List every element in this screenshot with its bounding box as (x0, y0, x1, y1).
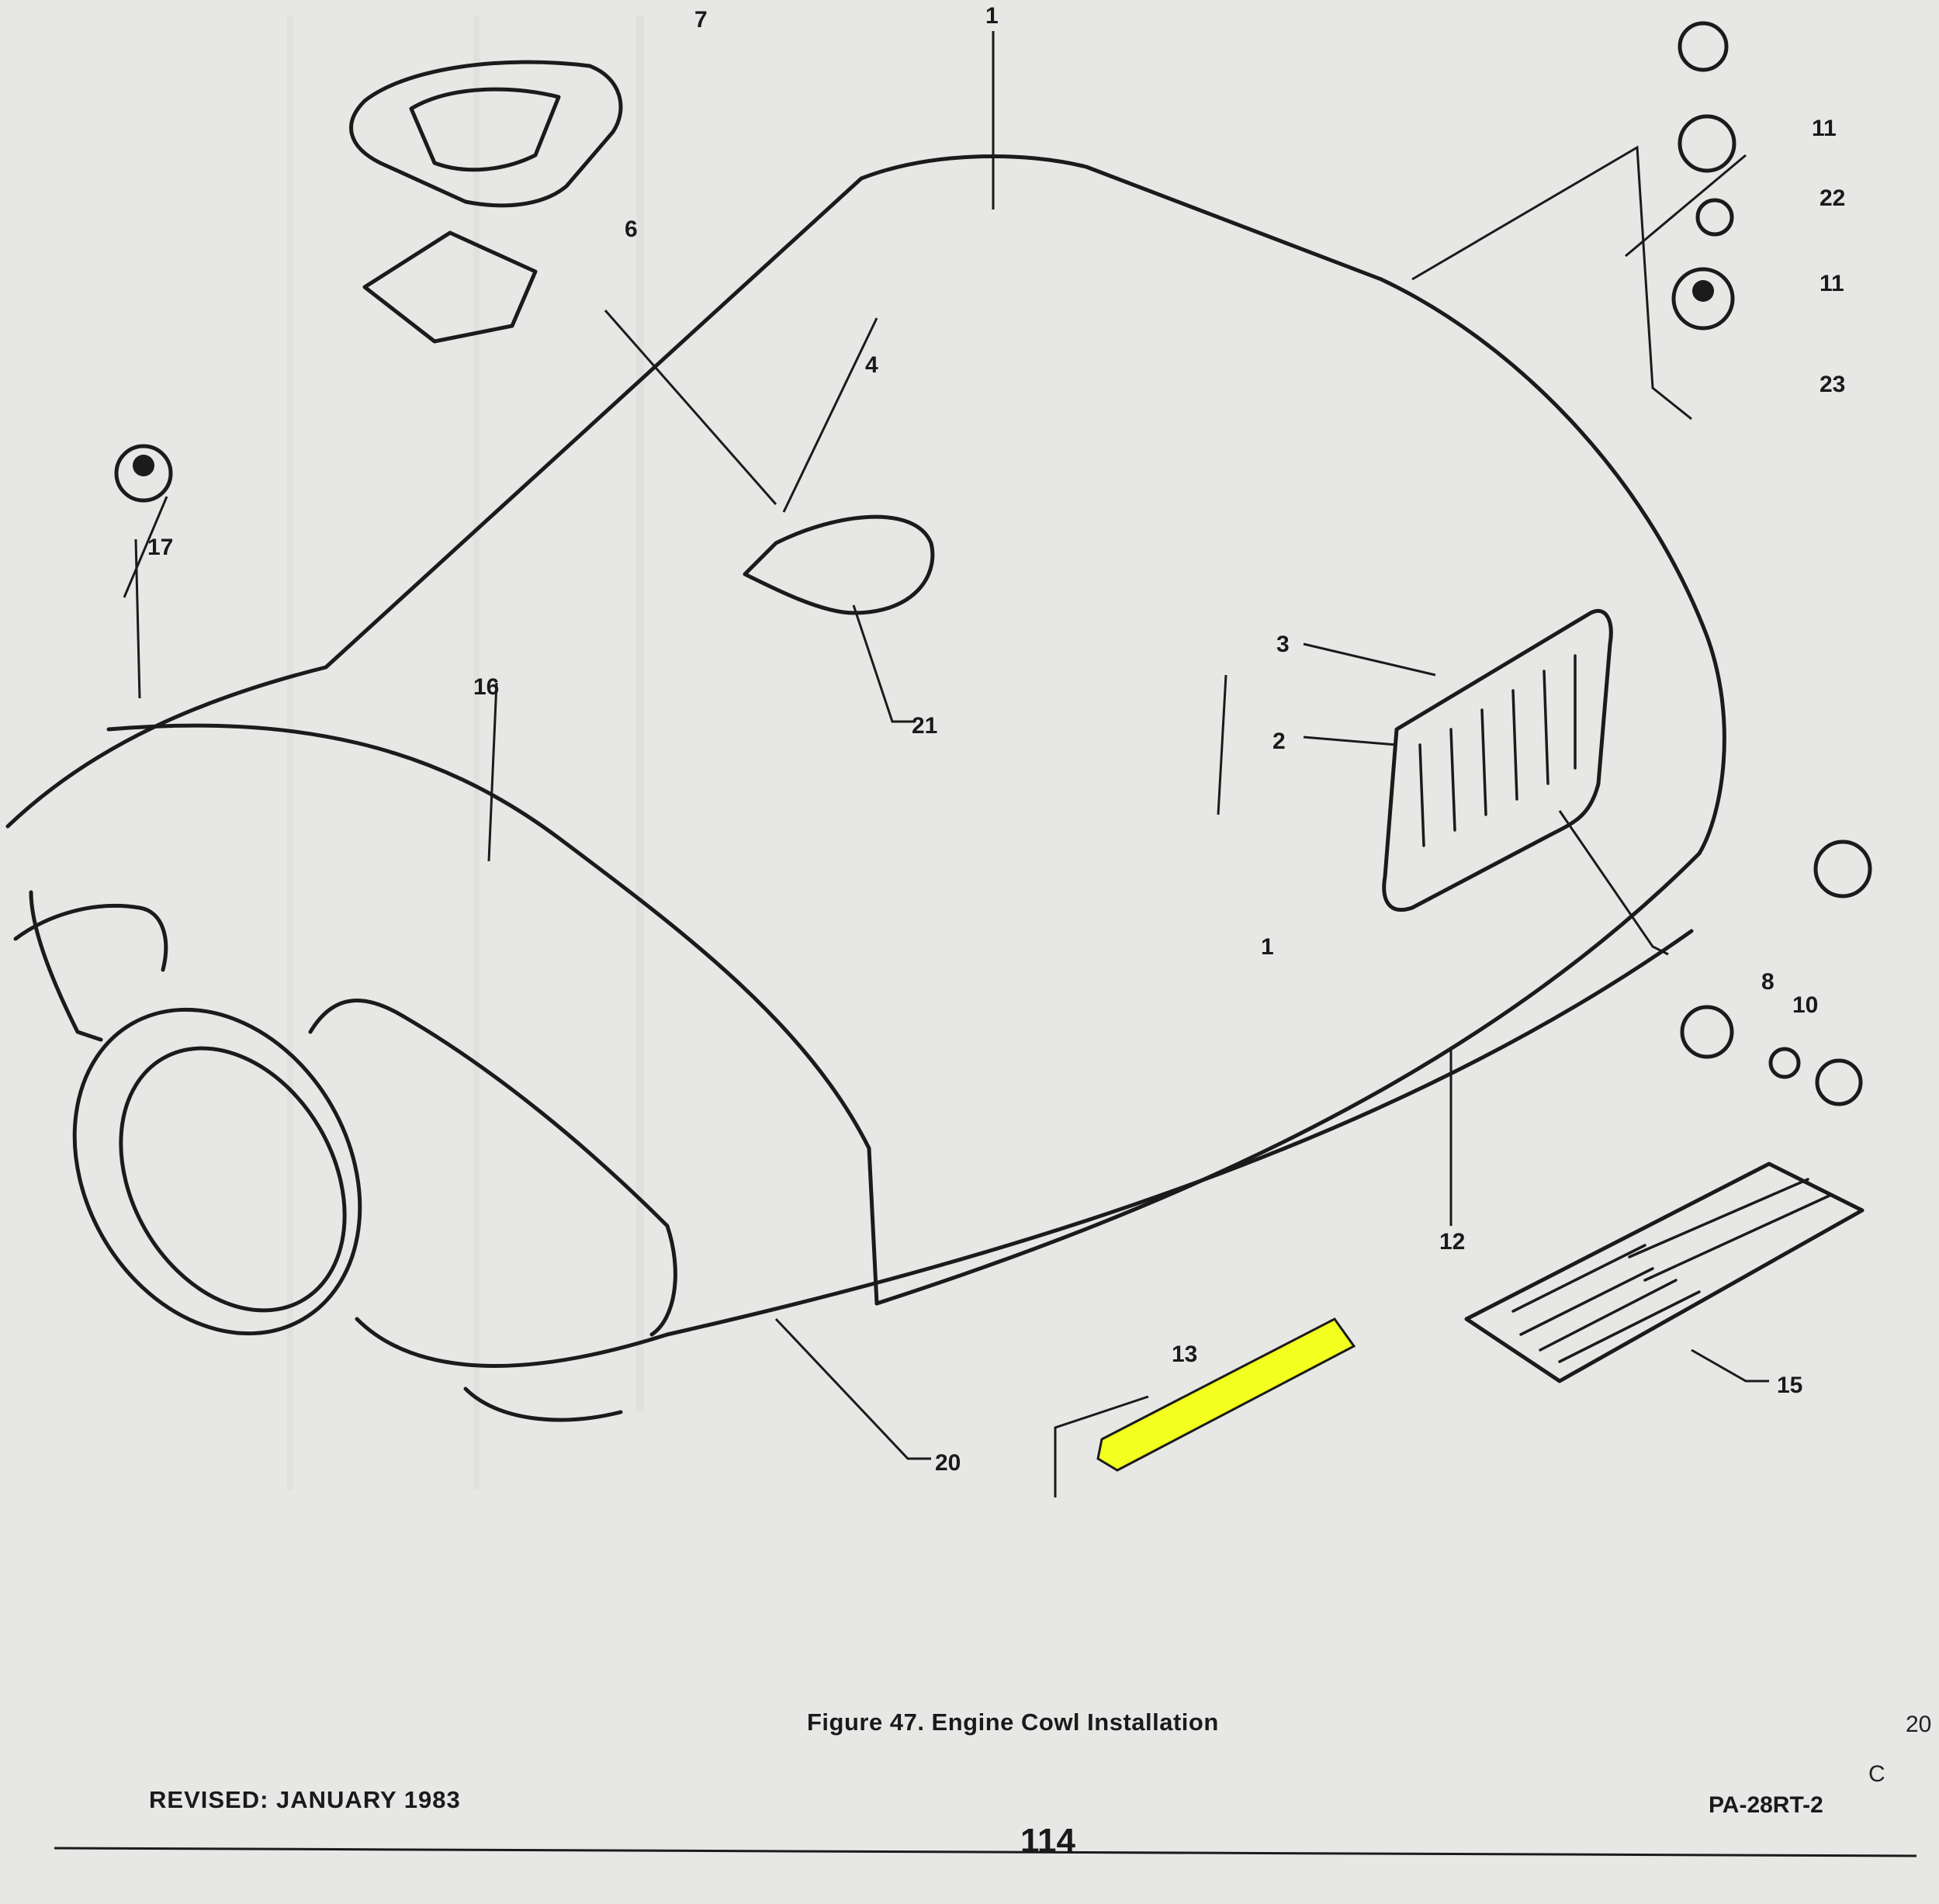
callout-22: 22 (1820, 185, 1845, 211)
callout-17: 17 (147, 535, 173, 560)
parts-top (114, 60, 935, 615)
highlighted-part-13 (1054, 1317, 1356, 1497)
footer-rule (54, 1847, 1916, 1857)
callout-7: 7 (694, 7, 708, 33)
callout-3: 3 (1276, 632, 1290, 657)
edge-letter: C (1868, 1761, 1885, 1787)
leader-lines (123, 31, 1769, 1460)
callout-11-mid: 11 (1820, 271, 1844, 296)
callout-8: 8 (1761, 969, 1775, 995)
callout-11-top: 11 (1812, 116, 1837, 141)
louver-grille-side (1382, 609, 1613, 912)
callout-1-top: 1 (985, 3, 999, 29)
callout-15: 15 (1777, 1373, 1802, 1398)
figure-caption: Figure 47. Engine Cowl Installation (807, 1708, 1219, 1736)
upper-cowl (5, 154, 1726, 1337)
louver-grille-bottom (1464, 1161, 1865, 1383)
nose-intake (72, 999, 677, 1422)
callout-13: 13 (1172, 1341, 1197, 1367)
fasteners-right (1671, 21, 1872, 1106)
revision-date: REVISED: JANUARY 1983 (149, 1786, 461, 1813)
callout-labels: 1 7 6 4 11 22 11 23 17 3 21 2 16 1 8 10 … (147, 3, 1845, 1476)
model-number: PA-28RT-2 (1709, 1792, 1823, 1818)
callout-4: 4 (865, 352, 878, 378)
callout-21: 21 (912, 713, 937, 739)
callout-12: 12 (1439, 1229, 1465, 1255)
bleed-through-text (287, 16, 644, 1490)
callout-10-right: 10 (1792, 992, 1818, 1018)
callout-20: 20 (935, 1450, 961, 1476)
callout-16: 16 (473, 674, 499, 700)
callout-1-mid: 1 (1261, 934, 1274, 960)
callout-6: 6 (625, 216, 638, 242)
callout-23: 23 (1820, 372, 1845, 397)
edge-number: 20 (1906, 1712, 1932, 1737)
callout-2: 2 (1272, 729, 1286, 754)
